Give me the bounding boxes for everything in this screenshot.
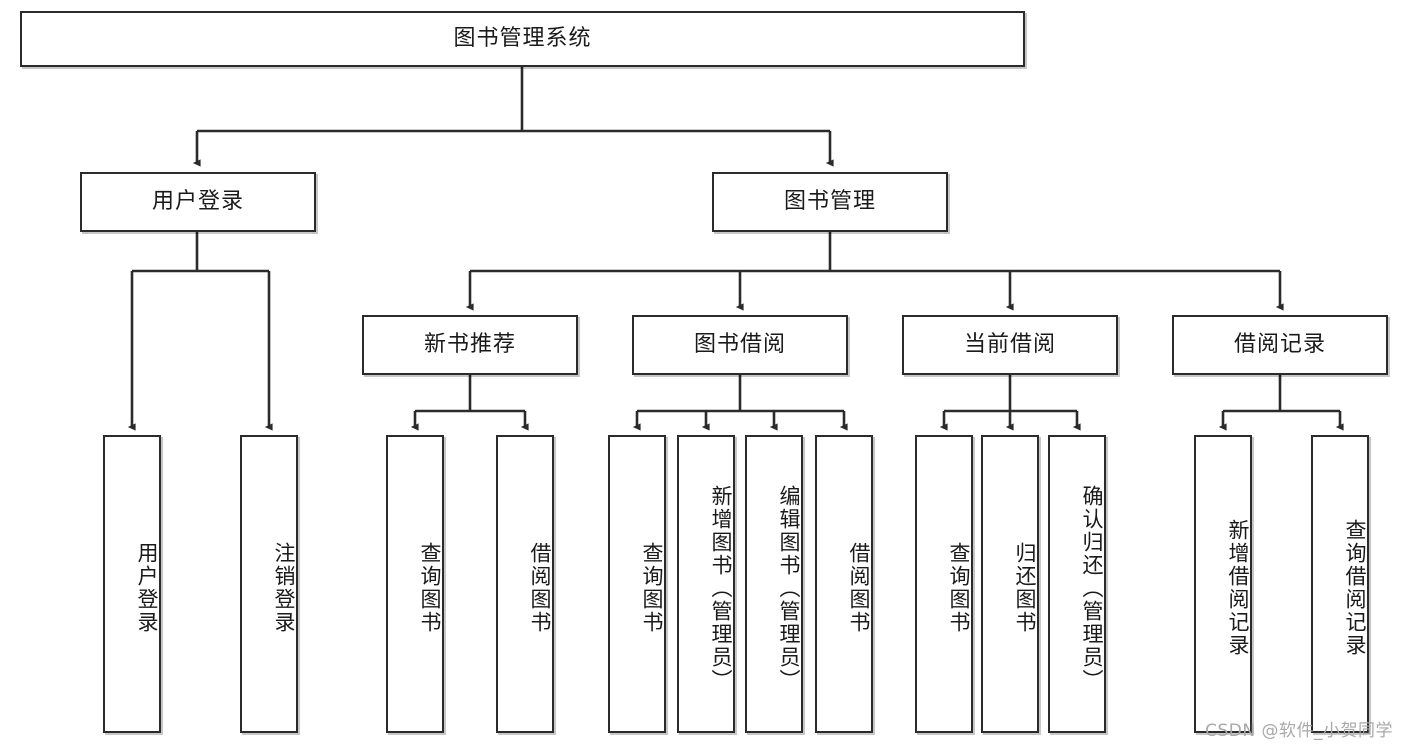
- leaf-query-book-3[interactable]: 查询图书: [915, 435, 973, 733]
- leaf-query-borrow-record[interactable]: 查询借阅记录: [1311, 435, 1369, 733]
- node-label: 新增图书（管理员）: [709, 484, 733, 692]
- node-label: 新书推荐: [423, 331, 516, 357]
- leaf-user-login[interactable]: 用户登录: [103, 435, 161, 733]
- node-label: 注销登录: [272, 542, 296, 634]
- leaf-confirm-return[interactable]: 确认归还（管理员）: [1048, 435, 1106, 733]
- node-user-login[interactable]: 用户登录: [80, 172, 316, 232]
- node-root-book-management-system[interactable]: 图书管理系统: [20, 11, 1025, 67]
- node-label: 查询图书: [947, 542, 971, 634]
- leaf-edit-book[interactable]: 编辑图书（管理员）: [745, 435, 803, 733]
- node-label: 归还图书: [1013, 542, 1037, 634]
- node-label: 新增借阅记录: [1226, 519, 1250, 657]
- node-label: 查询图书: [418, 542, 442, 634]
- node-label: 借阅图书: [528, 542, 552, 634]
- leaf-return-book[interactable]: 归还图书: [981, 435, 1039, 733]
- leaf-query-book-2[interactable]: 查询图书: [608, 435, 666, 733]
- node-label: 查询借阅记录: [1343, 519, 1367, 657]
- node-label: 图书管理系统: [453, 25, 592, 51]
- node-book-management[interactable]: 图书管理: [712, 172, 948, 232]
- leaf-add-book[interactable]: 新增图书（管理员）: [677, 435, 735, 733]
- node-label: 查询图书: [640, 542, 664, 634]
- node-label: 用户登录: [135, 542, 159, 634]
- leaf-borrow-book-1[interactable]: 借阅图书: [496, 435, 554, 733]
- leaf-add-borrow-record[interactable]: 新增借阅记录: [1194, 435, 1252, 733]
- node-current-borrow[interactable]: 当前借阅: [902, 315, 1118, 375]
- node-label: 借阅记录: [1233, 331, 1326, 357]
- node-book-borrow[interactable]: 图书借阅: [632, 315, 848, 375]
- node-label: 用户登录: [151, 188, 244, 214]
- node-label: 图书借阅: [693, 331, 786, 357]
- node-borrow-record[interactable]: 借阅记录: [1172, 315, 1388, 375]
- node-label: 当前借阅: [963, 331, 1056, 357]
- node-label: 图书管理: [783, 188, 876, 214]
- leaf-borrow-book-2[interactable]: 借阅图书: [815, 435, 873, 733]
- node-label: 编辑图书（管理员）: [777, 484, 801, 692]
- leaf-logout-login[interactable]: 注销登录: [240, 435, 298, 733]
- leaf-query-book-1[interactable]: 查询图书: [386, 435, 444, 733]
- node-new-book-recommend[interactable]: 新书推荐: [362, 315, 578, 375]
- node-label: 借阅图书: [847, 542, 871, 634]
- node-label: 确认归还（管理员）: [1080, 484, 1104, 692]
